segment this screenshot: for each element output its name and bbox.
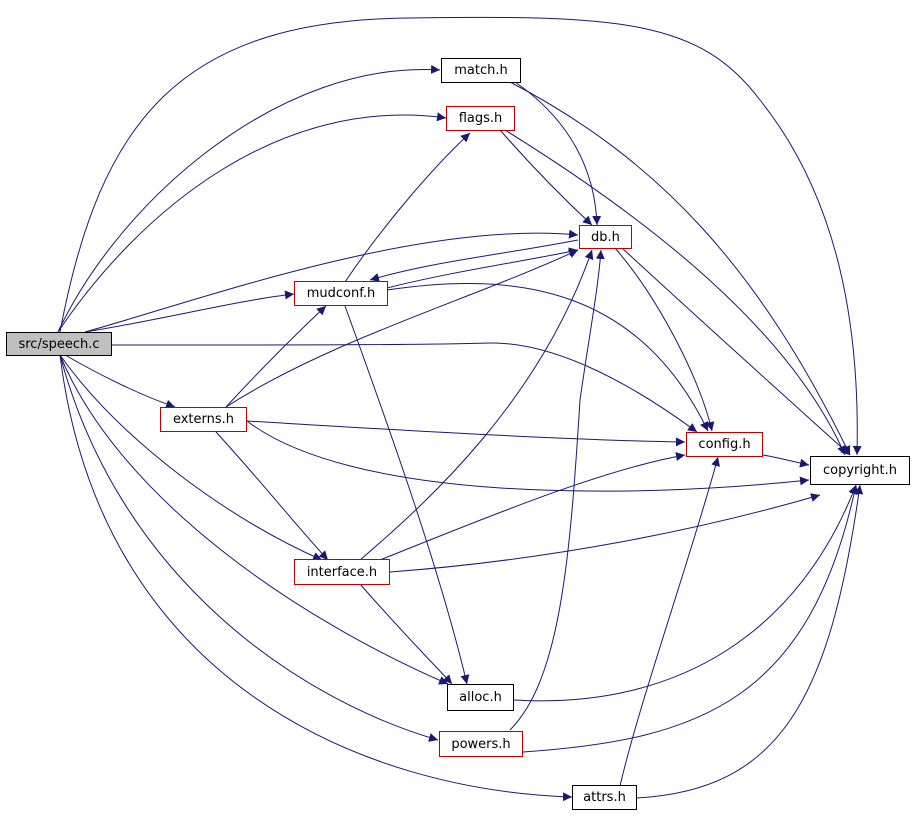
node-alloc-h[interactable]: alloc.h bbox=[447, 684, 514, 711]
edge-flags-db bbox=[499, 129, 593, 226]
node-copyright-h[interactable]: copyright.h bbox=[810, 456, 910, 485]
edge-mudconf-config bbox=[386, 282, 709, 432]
edge-externs-copyright bbox=[246, 420, 810, 492]
edge-db-mudconf bbox=[369, 239, 579, 282]
node-mudconf-h[interactable]: mudconf.h bbox=[294, 281, 388, 306]
edge-externs-config bbox=[246, 420, 686, 447]
edge-speech-alloc bbox=[59, 354, 449, 685]
edge-externs-mudconf bbox=[225, 305, 327, 408]
edge-interface-alloc bbox=[359, 583, 453, 685]
edge-powers-copyright bbox=[522, 484, 859, 753]
node-attrs-h[interactable]: attrs.h bbox=[572, 785, 637, 810]
edge-mudconf-db bbox=[386, 247, 579, 289]
node-interface-h[interactable]: interface.h bbox=[294, 559, 390, 585]
edge-mudconf-flags bbox=[344, 132, 471, 283]
edge-speech-db bbox=[84, 229, 579, 333]
edge-match-copyright bbox=[509, 81, 851, 456]
edge-externs-db bbox=[225, 249, 579, 408]
edge-speech-match bbox=[57, 64, 441, 333]
edge-config-copyright bbox=[762, 454, 810, 468]
edge-powers-db bbox=[509, 249, 605, 731]
edge-speech-attrs bbox=[59, 354, 573, 802]
edge-speech-copyright bbox=[59, 16, 862, 456]
node-db-h[interactable]: db.h bbox=[579, 225, 632, 249]
edge-interface-copyright bbox=[389, 493, 821, 573]
edge-speech-config bbox=[111, 342, 698, 433]
node-config-h[interactable]: config.h bbox=[686, 432, 763, 457]
edge-attrs-config bbox=[619, 456, 720, 787]
node-src-speech-c: src/speech.c bbox=[6, 332, 112, 356]
edge-speech-powers bbox=[59, 354, 439, 742]
edge-db-copyright bbox=[621, 247, 851, 456]
edge-externs-interface bbox=[215, 431, 329, 561]
edge-attrs-copyright bbox=[636, 484, 864, 799]
edge-db-config bbox=[614, 247, 715, 432]
edge-speech-interface bbox=[59, 354, 323, 561]
node-externs-h[interactable]: externs.h bbox=[160, 407, 247, 432]
edge-speech-flags bbox=[57, 112, 447, 333]
edge-speech-mudconf bbox=[84, 290, 295, 333]
edge-mudconf-alloc bbox=[344, 305, 470, 685]
edge-alloc-copyright bbox=[513, 484, 857, 702]
edge-interface-config bbox=[379, 452, 686, 561]
node-powers-h[interactable]: powers.h bbox=[439, 731, 523, 757]
node-flags-h[interactable]: flags.h bbox=[446, 106, 515, 131]
edge-match-db bbox=[514, 81, 602, 226]
edge-flags-copyright bbox=[504, 129, 846, 456]
edge-speech-externs bbox=[64, 354, 176, 409]
node-match-h[interactable]: match.h bbox=[441, 58, 521, 83]
edge-interface-db bbox=[359, 249, 594, 561]
